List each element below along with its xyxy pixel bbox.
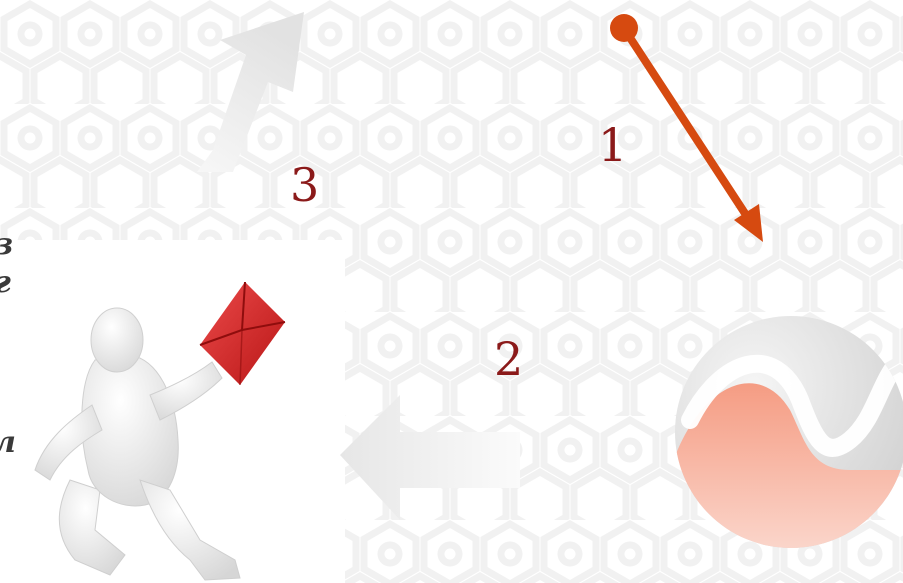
step-1-label: 1 (598, 122, 627, 168)
edge-glyph-2: г (0, 268, 11, 298)
edge-glyph-3: л (0, 428, 16, 458)
step-2-label: 2 (494, 336, 523, 382)
step-3-label: 3 (290, 162, 319, 208)
edge-glyph-1: з (0, 230, 13, 260)
